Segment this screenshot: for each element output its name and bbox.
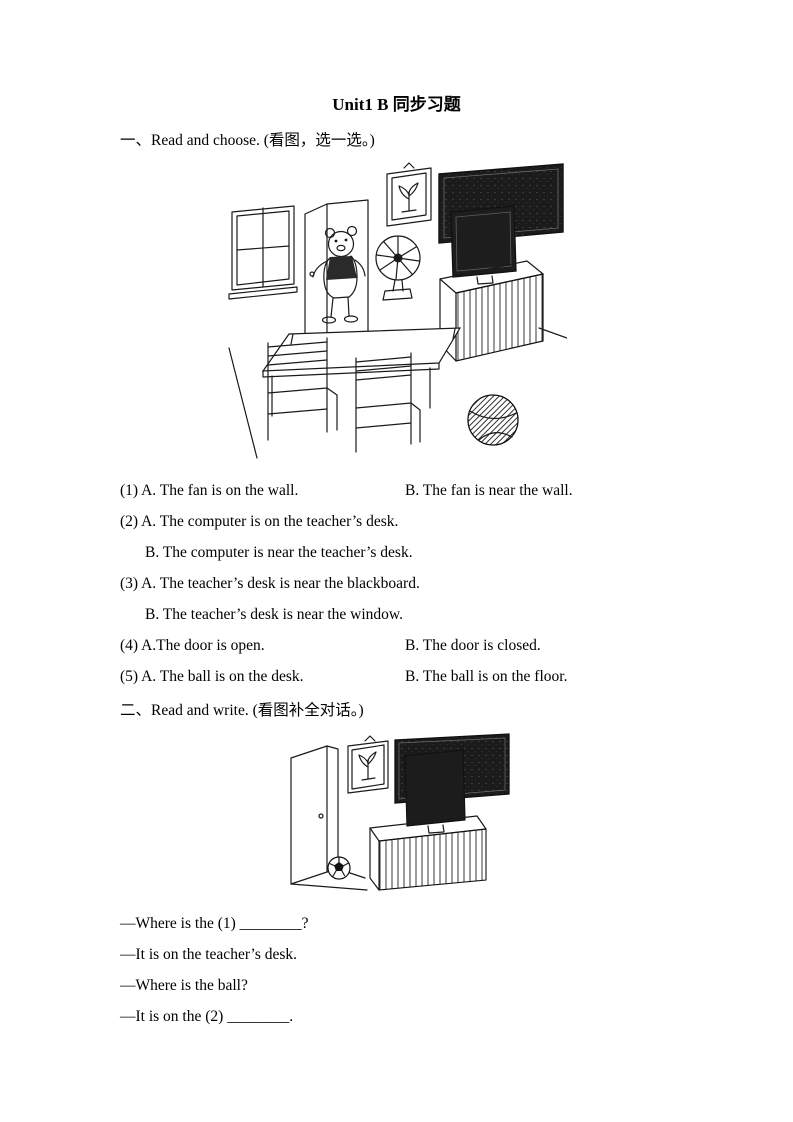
- question-row: (1) A. The fan is on the wall. B. The fa…: [120, 475, 673, 506]
- option-a: (3) A. The teacher’s desk is near the bl…: [120, 575, 420, 592]
- question-list: (1) A. The fan is on the wall. B. The fa…: [120, 475, 673, 692]
- dialogue-line: —Where is the ball?: [120, 977, 248, 994]
- classroom-figure: [227, 162, 568, 459]
- option-b: B. The door is closed.: [405, 637, 541, 654]
- picture-frame: [346, 735, 389, 794]
- window: [227, 205, 298, 300]
- dialogue-illustration: [289, 733, 510, 891]
- chair: [266, 337, 338, 441]
- option-a: (1) A. The fan is on the wall.: [120, 482, 299, 499]
- dialogue-line: —Where is the (1) ________?: [120, 915, 309, 932]
- computer-monitor: [449, 205, 517, 285]
- bear: [311, 225, 366, 324]
- dialogue-line: —It is on the (2) ________.: [120, 1008, 294, 1025]
- football: [326, 856, 351, 880]
- question-row: (2) A. The computer is on the teacher’s …: [120, 506, 673, 537]
- option-a: (5) A. The ball is on the desk.: [120, 668, 304, 685]
- option-a: (4) A.The door is open.: [120, 637, 265, 654]
- picture-frame: [385, 162, 432, 227]
- classroom-illustration: [227, 162, 568, 459]
- option-b: B. The ball is on the floor.: [405, 668, 568, 685]
- page-title: Unit1 B 同步习题: [332, 95, 461, 114]
- dialogue-figure: [281, 732, 513, 892]
- computer-monitor: [403, 749, 466, 834]
- question-row: B. The computer is near the teacher’s de…: [120, 537, 673, 568]
- table: [261, 327, 461, 417]
- question-row: (4) A.The door is open. B. The door is c…: [120, 630, 673, 661]
- question-row: B. The teacher’s desk is near the window…: [120, 599, 673, 630]
- teachers-desk: [438, 260, 544, 362]
- dialogue-lines: —Where is the (1) ________? —It is on th…: [120, 908, 673, 1032]
- option-b: B. The fan is near the wall.: [405, 482, 573, 499]
- option-b: B. The teacher’s desk is near the window…: [145, 606, 403, 623]
- question-row: (3) A. The teacher’s desk is near the bl…: [120, 568, 673, 599]
- chair: [354, 352, 421, 453]
- electric-fan: [374, 235, 421, 301]
- teachers-desk: [368, 815, 487, 891]
- section2-heading: 二、Read and write. (看图补全对话。): [120, 702, 364, 719]
- dialogue-line: —It is on the teacher’s desk.: [120, 946, 298, 963]
- option-b: B. The computer is near the teacher’s de…: [145, 544, 413, 561]
- option-a: (2) A. The computer is on the teacher’s …: [120, 513, 399, 530]
- section1-heading: 一、Read and choose. (看图，选一选。): [120, 132, 375, 149]
- ball: [466, 394, 519, 446]
- question-row: (5) A. The ball is on the desk. B. The b…: [120, 661, 673, 692]
